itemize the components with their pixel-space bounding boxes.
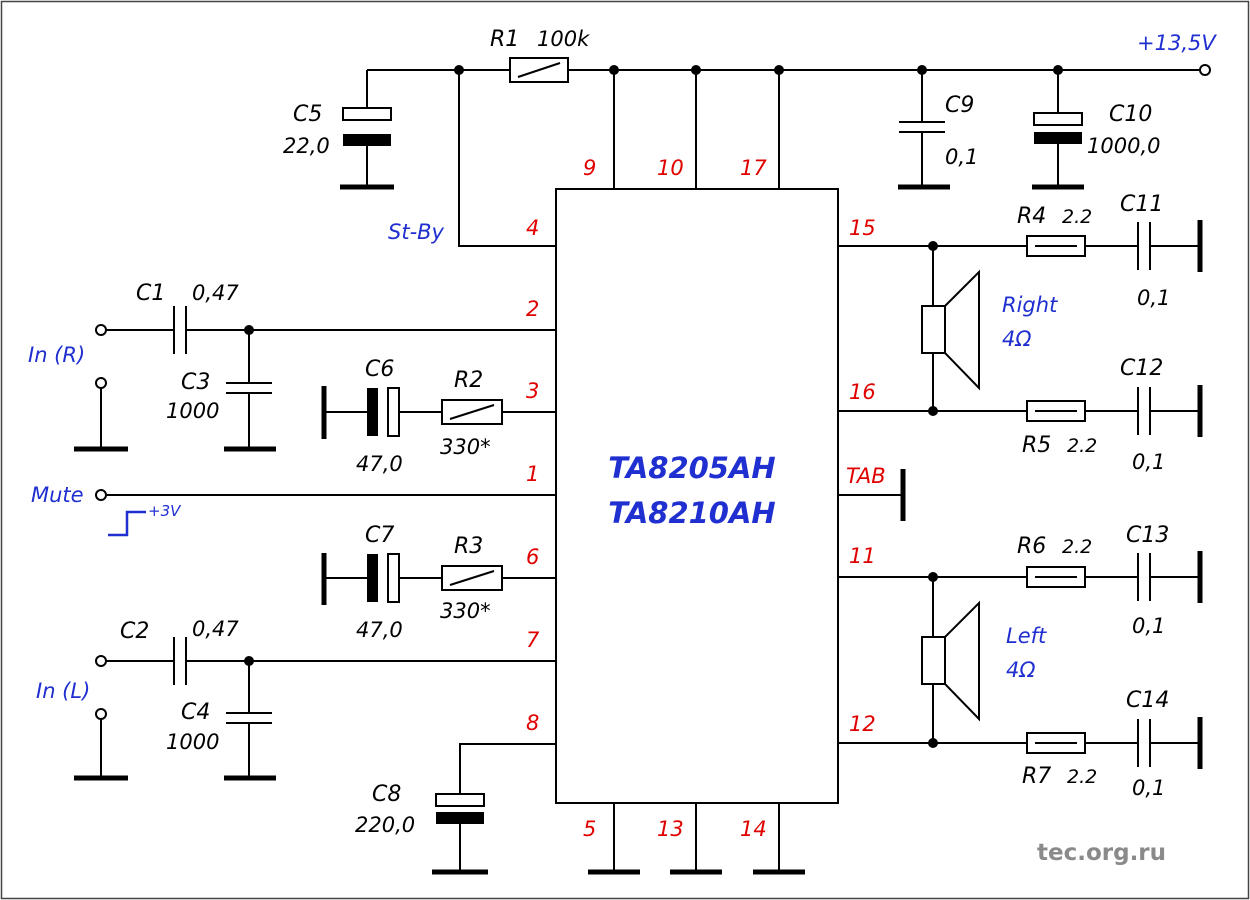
c3-ref: C3 [181, 370, 210, 395]
input-l-label: In (L) [36, 679, 90, 703]
resistor-r2 [441, 399, 503, 425]
pin-15: 15 [849, 216, 876, 240]
pin-8: 8 [526, 711, 539, 735]
pin-17: 17 [740, 156, 767, 180]
mute-level-label: +3V [148, 502, 182, 520]
pin-9: 9 [583, 156, 596, 180]
output-right-network [838, 220, 1203, 437]
r6-value: 2.2 [1062, 536, 1092, 558]
r1-ref: R1 [490, 27, 519, 52]
mute-label: Mute [31, 483, 84, 507]
pin-4: 4 [526, 216, 539, 240]
c14-ref: C14 [1126, 688, 1169, 713]
pin-14: 14 [740, 817, 767, 841]
r4-value: 2.2 [1062, 206, 1092, 228]
input-r-label: In (R) [28, 343, 85, 367]
output-left-network [838, 551, 1203, 769]
pin-7: 7 [526, 628, 540, 652]
c7-ref: C7 [365, 523, 394, 548]
capacitor-c5 [340, 70, 394, 190]
resistor-r3 [441, 565, 503, 591]
c10-ref: C10 [1109, 102, 1152, 127]
r1-value: 100k [537, 27, 590, 51]
c2-ref: C2 [120, 619, 149, 644]
c8-ref: C8 [372, 782, 401, 807]
r5-ref: R5 [1022, 433, 1051, 458]
speaker-left-impedance: 4Ω [1006, 658, 1035, 682]
pin-16: 16 [849, 380, 876, 404]
c13-ref: C13 [1126, 523, 1169, 548]
pin-6: 6 [526, 545, 539, 569]
pin-11: 11 [849, 544, 876, 568]
c1-value: 0,47 [192, 281, 239, 305]
pin-5: 5 [583, 817, 596, 841]
c4-ref: C4 [181, 700, 210, 725]
ic-name-1: TA8205AH [608, 451, 775, 485]
c1-ref: C1 [136, 281, 165, 306]
c12-value: 0,1 [1132, 450, 1165, 474]
pin-12: 12 [849, 712, 876, 736]
c6-ref: C6 [365, 357, 394, 382]
c5-ref: C5 [293, 102, 322, 127]
r3-ref: R3 [454, 534, 483, 559]
r5-value: 2.2 [1067, 435, 1097, 457]
input-r-network [74, 306, 556, 452]
capacitor-c10 [1032, 70, 1084, 190]
c3-value: 1000 [166, 399, 219, 423]
ic-name-2: TA8210AH [608, 496, 775, 530]
r6-ref: R6 [1017, 534, 1046, 559]
input-l-network [74, 637, 556, 781]
speaker-right-impedance: 4Ω [1002, 327, 1031, 351]
mute-input [95, 489, 556, 537]
c8-value: 220,0 [355, 813, 415, 837]
pin-13: 13 [657, 817, 684, 841]
watermark: tec.org.ru [1037, 840, 1166, 866]
c12-ref: C12 [1120, 356, 1163, 381]
speaker-right-name: Right [1002, 293, 1058, 317]
c5-value: 22,0 [283, 134, 330, 158]
r2-value: 330* [440, 435, 491, 459]
standby-wire [458, 70, 556, 247]
c9-ref: C9 [945, 93, 974, 118]
speaker-left-name: Left [1006, 624, 1047, 648]
capacitor-c7 [321, 553, 556, 605]
c13-value: 0,1 [1132, 614, 1165, 638]
speaker-left-icon [921, 600, 980, 722]
c9-value: 0,1 [945, 145, 978, 169]
speaker-right-icon [921, 269, 980, 391]
c11-ref: C11 [1120, 192, 1163, 217]
c2-value: 0,47 [192, 617, 239, 641]
capacitor-c6 [321, 386, 556, 439]
r2-ref: R2 [454, 368, 483, 393]
pin-10: 10 [657, 156, 684, 180]
standby-label: St-By [388, 220, 445, 244]
c6-value: 47,0 [356, 452, 403, 476]
c14-value: 0,1 [1132, 776, 1165, 800]
tab-ground [838, 469, 906, 521]
r3-value: 330* [440, 599, 491, 623]
r4-ref: R4 [1017, 204, 1046, 229]
supply-rail [367, 64, 1211, 189]
bottom-ground-pins [588, 803, 805, 875]
pin-2: 2 [526, 297, 539, 321]
capacitor-c8 [432, 743, 556, 875]
supply-label: +13,5V [1137, 31, 1217, 55]
pin-3: 3 [526, 379, 539, 403]
c4-value: 1000 [166, 730, 219, 754]
c11-value: 0,1 [1137, 286, 1170, 310]
pin-tab: TAB [846, 464, 886, 488]
capacitor-c9 [898, 70, 950, 190]
r7-value: 2.2 [1067, 766, 1097, 788]
c7-value: 47,0 [356, 618, 403, 642]
r7-ref: R7 [1022, 764, 1051, 789]
c10-value: 1000,0 [1087, 134, 1160, 158]
pin-1: 1 [526, 462, 539, 486]
resistor-r1 [509, 57, 569, 83]
